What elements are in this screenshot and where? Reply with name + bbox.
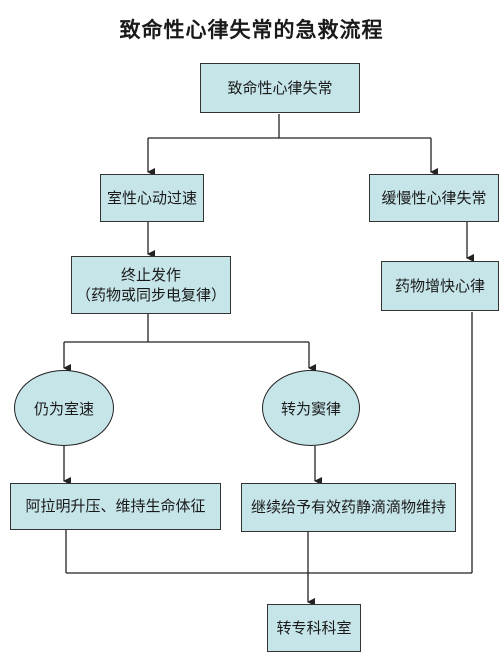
node-drug-increase-rate: 药物增快心律 bbox=[381, 261, 499, 311]
node-root: 致命性心律失常 bbox=[200, 63, 360, 113]
page-title: 致命性心律失常的急救流程 bbox=[119, 18, 384, 42]
node-aramine-pressor: 阿拉明升压、维持生命体征 bbox=[10, 483, 221, 530]
node-transfer-department: 转专科科室 bbox=[267, 604, 361, 652]
terminate-line-1: 终止发作 bbox=[120, 265, 181, 284]
node-ventricular-tachycardia: 室性心动过速 bbox=[100, 174, 204, 222]
node-terminate-episode: 终止发作 （药物或同步电复律） bbox=[71, 256, 231, 314]
node-sinus-rhythm: 转为窦律 bbox=[262, 370, 360, 446]
terminate-line-2: （药物或同步电复律） bbox=[75, 286, 226, 304]
node-continue-drip: 继续给予有效药静滴滴物维持 bbox=[241, 483, 456, 532]
node-still-vt: 仍为室速 bbox=[14, 370, 114, 446]
node-bradyarrhythmia: 缓慢性心律失常 bbox=[369, 174, 499, 222]
